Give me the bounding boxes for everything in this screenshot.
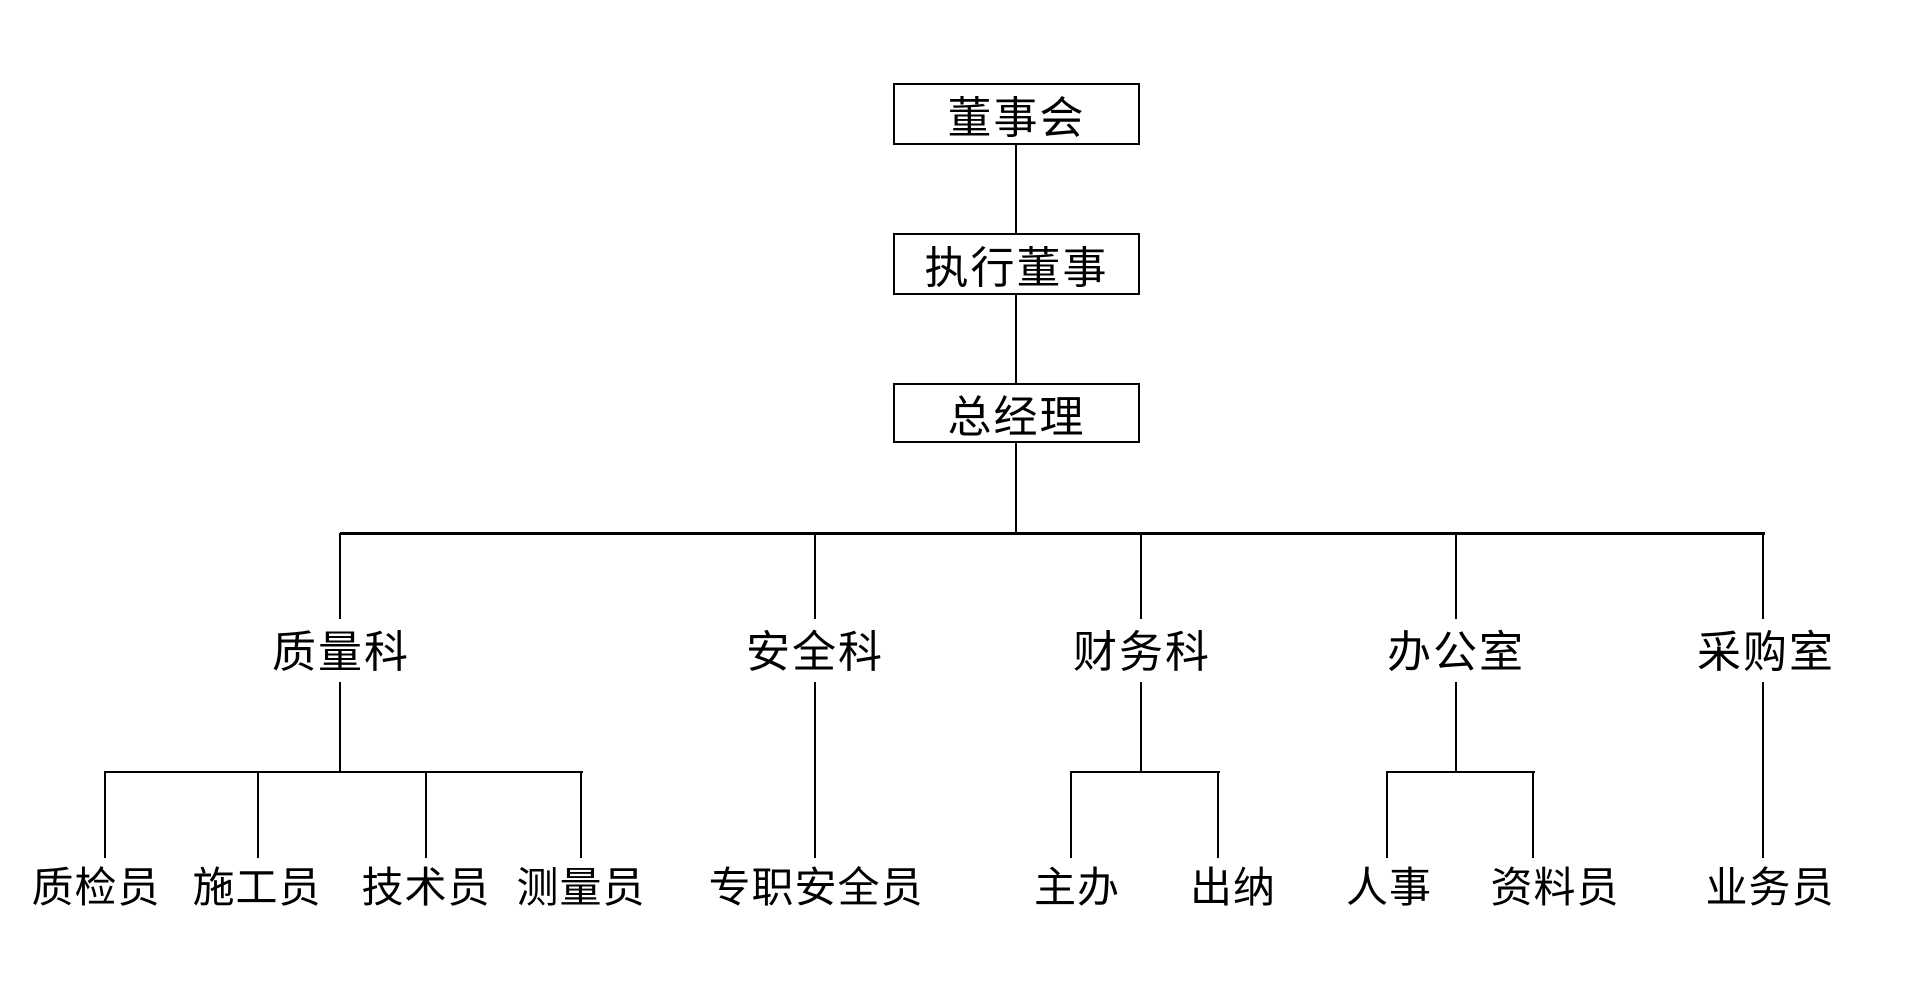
leaf-label-technician: 技术员: [361, 864, 491, 911]
leaf-label-hr: 人事: [1345, 864, 1433, 911]
stem-procurement: [1762, 682, 1764, 858]
drop-office-dept: [1455, 533, 1457, 619]
leaf-label-chief-clerk: 主办: [1033, 864, 1121, 911]
connector-finance-children: [1071, 771, 1220, 773]
leaf-label-salesperson: 业务员: [1705, 864, 1835, 911]
edge-director-to-gm: [1015, 295, 1017, 383]
connector-office-children: [1387, 771, 1535, 773]
dept-label-procurement: 采购室: [1697, 628, 1835, 677]
leaf-label-safety-officer: 专职安全员: [708, 864, 924, 911]
drop-cashier: [1217, 771, 1219, 858]
leaf-label-construction-worker: 施工员: [192, 864, 322, 911]
leaf-label-quality-inspector: 质检员: [31, 864, 161, 911]
node-general-manager: 总经理: [893, 383, 1140, 443]
drop-finance-dept: [1140, 533, 1142, 619]
drop-safety-dept: [814, 533, 816, 619]
stem-quality: [339, 682, 341, 772]
edge-board-to-director: [1015, 145, 1017, 233]
drop-procurement-dept: [1762, 533, 1764, 619]
leaf-label-documenter: 资料员: [1490, 864, 1620, 911]
drop-documenter: [1532, 771, 1534, 858]
dept-label-office: 办公室: [1387, 628, 1525, 677]
stem-safety: [814, 682, 816, 858]
drop-surveyor: [580, 771, 582, 858]
dept-label-quality: 质量科: [272, 628, 410, 677]
leaf-label-surveyor: 测量员: [516, 864, 646, 911]
node-executive-director: 执行董事: [893, 233, 1140, 295]
dept-label-finance: 财务科: [1073, 628, 1211, 677]
edge-gm-to-mainline: [1015, 443, 1017, 533]
dept-label-safety: 安全科: [746, 628, 884, 677]
drop-technician: [425, 771, 427, 858]
stem-finance: [1140, 682, 1142, 772]
drop-quality-inspector: [104, 771, 106, 858]
drop-construction-worker: [257, 771, 259, 858]
main-distribution-line: [340, 532, 1765, 535]
stem-office: [1455, 682, 1457, 772]
drop-quality-dept: [339, 533, 341, 619]
drop-hr: [1386, 771, 1388, 858]
connector-quality-children: [105, 771, 583, 773]
node-board-of-directors: 董事会: [893, 83, 1140, 145]
leaf-label-cashier: 出纳: [1189, 864, 1277, 911]
drop-chief-clerk: [1070, 771, 1072, 858]
